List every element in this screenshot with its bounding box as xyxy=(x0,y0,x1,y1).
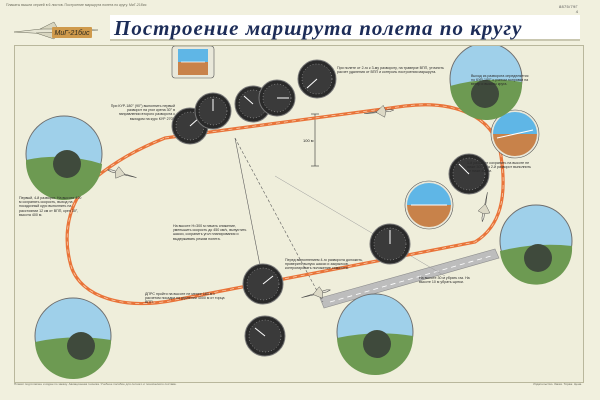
footer-left-text: Плакат подготовлен и издан по заказу. Ав… xyxy=(14,382,177,386)
cockpit-view-icon xyxy=(25,115,103,201)
page-title: Построение маршрута полета по кругу xyxy=(110,15,580,41)
cockpit-view-icon xyxy=(34,297,112,380)
altimeter-icon xyxy=(244,315,286,357)
heading-indicator-icon xyxy=(369,223,411,265)
footer-right-text: Издательство. Заказ. Тираж. Цена. xyxy=(533,382,582,386)
sheet-number: 4 xyxy=(575,9,578,14)
distance-label: 100 м xyxy=(303,138,314,143)
guide-line-runway xyxy=(274,175,446,277)
aircraft-icon xyxy=(107,166,137,179)
caption-altitude-300: На высоте Н=300 м начать снижение, умень… xyxy=(173,224,247,241)
runway xyxy=(319,248,500,309)
caption-first-turn: При КУР-180° (90°) выполнить первый разв… xyxy=(110,104,175,121)
variometer-icon xyxy=(258,79,296,117)
logo: МиГ-21бис xyxy=(10,19,106,41)
caption-second-third: При полете от 2-го к 3-му развороту, на … xyxy=(337,66,444,75)
caption-final: На высоте 30 м убрать газ. На высоте 10 … xyxy=(419,276,470,285)
series-code: 8875/79Г xyxy=(558,4,578,9)
diagram-panel: 100 м xyxy=(14,45,584,383)
speed-indicator-icon xyxy=(242,263,284,305)
runway-centerline xyxy=(329,255,492,303)
compass-icon xyxy=(448,153,490,195)
caption-fourth-turn-start: Перед выполнением 4-го разворота доложит… xyxy=(285,258,363,271)
heading-indicator-icon xyxy=(194,92,232,130)
cockpit-view-icon xyxy=(499,204,573,285)
logo-text: МиГ-21бис xyxy=(55,29,90,37)
cockpit-view-icon xyxy=(336,293,414,376)
cockpit-view-icon xyxy=(449,46,523,121)
caption-after-third: 1-й разворот сохранить на высоте не ниже… xyxy=(467,161,532,174)
footer: Плакат подготовлен и издан по заказу. Ав… xyxy=(14,382,582,395)
attitude-indicator-icon xyxy=(490,109,540,159)
caption-fourth-turn: Первый, 4-й разворот. На высоте 400 м со… xyxy=(19,196,82,217)
logo-graphic: МиГ-21бис xyxy=(13,21,99,40)
route-diagram: 100 м xyxy=(25,46,573,380)
aircraft-icon xyxy=(364,104,394,118)
caption-distance-drm: ДПРС пройти на высоте не менее 180 м с р… xyxy=(145,292,225,305)
aircraft-icon xyxy=(477,192,491,222)
attitude-indicator-icon xyxy=(404,180,454,230)
caption-third-turn: Выход из разворота определяется по КУР-1… xyxy=(471,74,529,87)
top-note: Плакаты вышли серией в 6 листов. Построе… xyxy=(6,3,147,7)
attitude-indicator-icon xyxy=(171,46,215,79)
aircraft-icon xyxy=(301,286,331,299)
mach-indicator-icon xyxy=(297,59,337,99)
